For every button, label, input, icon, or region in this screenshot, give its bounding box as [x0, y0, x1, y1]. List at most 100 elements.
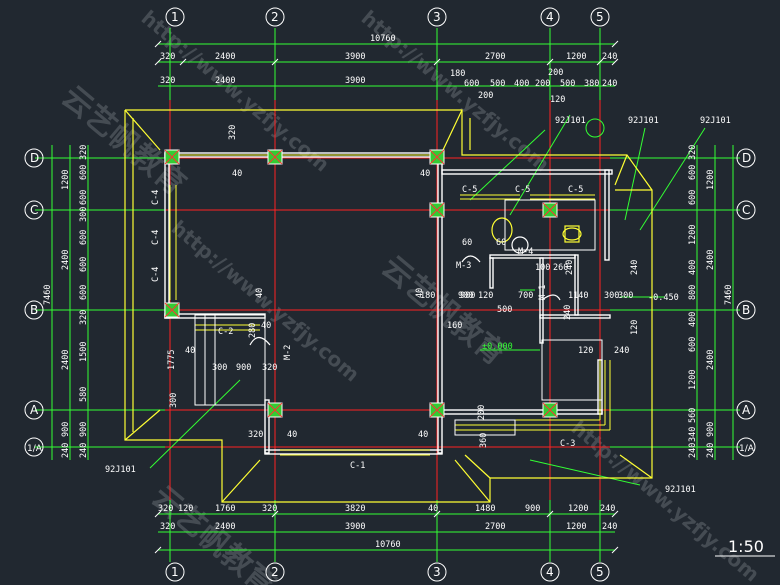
dim-text: 1775	[167, 350, 177, 370]
dim-text: 180	[450, 69, 465, 79]
detail-ref: 92J101	[555, 116, 586, 126]
door-label: M-3	[456, 261, 471, 271]
dim-text: 240	[630, 260, 640, 275]
dim-text: 800	[688, 285, 698, 300]
axis-label-col: 5	[596, 10, 604, 24]
detail-ref: 92J101	[105, 465, 136, 475]
detail-ref: 92J101	[700, 116, 731, 126]
dim-text: 900	[236, 363, 251, 373]
dim-text: 280	[248, 323, 258, 338]
dim-text: 1480	[475, 504, 495, 514]
dim-text: 2700	[485, 522, 505, 532]
dim-text: 1200	[566, 522, 586, 532]
fixtures	[249, 217, 582, 346]
dim-text: 320	[158, 504, 173, 514]
dim-text: 40	[415, 288, 425, 298]
dim-text: 2400	[706, 350, 716, 370]
axis-label-row: B	[30, 303, 38, 317]
window-label: C-2	[218, 327, 233, 337]
dim-text: 120	[630, 320, 640, 335]
dim-text: 320	[160, 522, 175, 532]
dim-text: 300	[618, 291, 633, 301]
dim-text: 400	[514, 79, 529, 89]
dim-text: 40	[287, 430, 297, 440]
dim-text: 200	[548, 68, 563, 78]
dim-text: 320	[262, 363, 277, 373]
dim-text: 320	[228, 125, 238, 140]
dim-text: 1200	[566, 52, 586, 62]
axis-label-row: D	[30, 151, 39, 165]
axis-label-col: 3	[433, 565, 441, 579]
dim-text: 240	[565, 260, 575, 275]
door-label: M-2	[283, 345, 293, 360]
dim-text: 1200	[568, 504, 588, 514]
dim-text: 40	[255, 288, 265, 298]
dim-text: 100	[535, 263, 550, 273]
axis-label-row: A	[742, 403, 751, 417]
dim-text: 300	[169, 393, 179, 408]
dim-text: 1200	[706, 170, 716, 190]
axis-label-col: 2	[271, 10, 279, 24]
dim-text: 40	[420, 169, 430, 179]
dim-text: 120	[550, 95, 565, 105]
dim-text: 500	[490, 79, 505, 89]
dim-text: 60	[462, 238, 472, 248]
dim-text: 1760	[215, 504, 235, 514]
dim-text: 400	[688, 312, 698, 327]
window-label: C-5	[568, 185, 583, 195]
interior-dims: 40 40 40 40 40 40 40 40 180 160 320 320 …	[167, 125, 640, 448]
dim-text: 2400	[215, 76, 235, 86]
watermark-url: http://www.yzfjy.com	[357, 5, 554, 176]
axis-label-row: D	[742, 151, 751, 165]
bottom-dimensions: 320 120 1760 320 3820 40 1480 900 1200 2…	[158, 504, 617, 550]
left-dimensions: 7460 1200 2400 2400 900 240 320 600 600 …	[43, 145, 89, 458]
dim-text: 300	[212, 363, 227, 373]
axis-label-row: A	[30, 403, 39, 417]
dim-text: 2400	[706, 250, 716, 270]
dim-total-left: 7460	[43, 285, 53, 305]
dim-text: 240	[602, 52, 617, 62]
dim-total-bottom: 10760	[375, 540, 401, 550]
dim-text: 340	[688, 427, 698, 442]
level-mark: ±0.000	[482, 342, 513, 352]
axis-label-row: 1/A	[739, 444, 755, 454]
axis-bubbles: 1 2 3 4 5 1 2 3 4 5 D C B A 1/A D C B A …	[24, 7, 756, 582]
dim-text: 600	[688, 337, 698, 352]
dim-text: 380	[584, 79, 599, 89]
door-label: M-1	[538, 285, 548, 300]
dim-text: 120	[478, 291, 493, 301]
axis-label-col: 4	[546, 10, 554, 24]
dim-text: 3900	[345, 522, 365, 532]
dim-text: 120	[178, 504, 193, 514]
door-label: M-4	[518, 247, 533, 257]
dim-total-right: 7460	[724, 285, 734, 305]
window-label: C-4	[151, 230, 161, 245]
window-label: C-3	[560, 439, 575, 449]
dim-text: 500	[560, 79, 575, 89]
dim-text: 200	[535, 79, 550, 89]
dim-text: 40	[261, 321, 271, 331]
dim-total-top: 10760	[370, 34, 396, 44]
windows	[169, 154, 611, 456]
watermark-text: 云艺帆教育	[55, 79, 192, 202]
dim-text: 40	[418, 430, 428, 440]
dim-text: 2400	[61, 350, 71, 370]
dim-text: 560	[688, 408, 698, 423]
dim-text: 180	[420, 291, 435, 301]
dim-text: 200	[477, 405, 487, 420]
axis-label-col: 3	[433, 10, 441, 24]
axis-label-col: 5	[596, 565, 604, 579]
axis-label-col: 1	[171, 565, 179, 579]
top-dimensions: 10760 320 2400 3900 2700 1200 240 320 24…	[160, 34, 617, 105]
dim-text: 160	[447, 321, 462, 331]
dim-text: 2400	[215, 52, 235, 62]
dim-text: 240	[602, 522, 617, 532]
dim-text: 580	[79, 387, 89, 402]
dim-text: 300	[604, 291, 619, 301]
dim-text: 500	[497, 305, 512, 315]
scale-label: 1:50	[728, 537, 764, 556]
dim-text: 40	[185, 346, 195, 356]
dim-text: 320	[688, 145, 698, 160]
dim-text: 240	[688, 443, 698, 458]
